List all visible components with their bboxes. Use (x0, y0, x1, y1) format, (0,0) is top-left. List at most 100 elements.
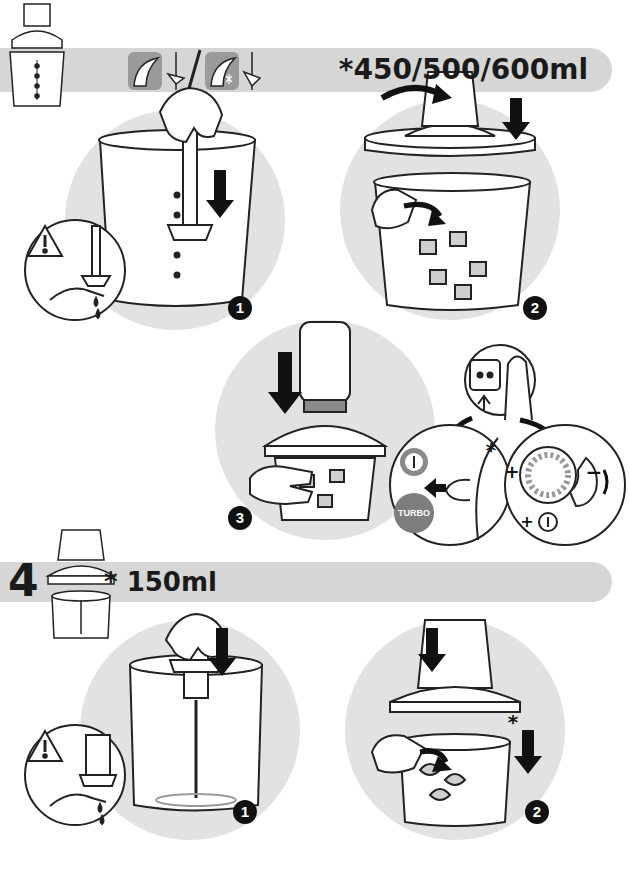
warning-circle-top-part (28, 226, 62, 256)
warning-circle-bottom-part (28, 731, 62, 761)
power-detail-part (539, 513, 557, 531)
step2-assembly (365, 72, 535, 310)
power-detail-part (505, 425, 625, 545)
power-detail-part (446, 480, 470, 501)
warning-circle-top-part (25, 220, 125, 320)
step3-assembly-part (304, 400, 346, 412)
step3-assembly (250, 322, 385, 520)
warning-circle-top-part (43, 249, 47, 253)
step2-assembly-part (502, 98, 530, 140)
band-backgrounds-part (0, 48, 612, 92)
band-text: 4 (8, 556, 39, 606)
step3-assembly-part (300, 322, 350, 402)
callout-number: 2 (525, 800, 549, 824)
symbol-label: * (508, 712, 518, 732)
band-backgrounds-part (0, 562, 612, 602)
warning-circle-top (25, 220, 125, 320)
step1-bowl-part (175, 253, 180, 258)
step1-bowl-part (206, 170, 234, 218)
power-detail-part (547, 517, 549, 527)
step2-assembly-part (374, 173, 530, 191)
band-text: * 150ml (104, 566, 217, 598)
callout-label: 2 (533, 804, 541, 820)
step3-assembly-part (268, 352, 302, 414)
power-detail-part (390, 425, 510, 545)
warning-circle-top-part (95, 298, 100, 318)
warning-circle-top-part (82, 276, 110, 286)
callout-number: 2 (523, 296, 547, 320)
chopper-icon-part (10, 52, 64, 106)
step3-assembly-part (265, 446, 385, 456)
step4-2-assembly-part (418, 620, 492, 688)
symbol-label: + (504, 463, 519, 481)
callout-label: 2 (531, 300, 539, 316)
chopper-icon-part (24, 4, 50, 26)
step4-1-bowl (130, 614, 262, 811)
power-detail-part (424, 478, 446, 498)
power-detail (390, 345, 625, 545)
chopper-icon-part (35, 74, 39, 78)
step2-assembly-part (428, 210, 446, 226)
warning-circle-bottom-part (99, 804, 104, 824)
step4-2-assembly-part (432, 756, 452, 772)
step2-assembly-part (432, 84, 452, 104)
step-circles-part (345, 620, 565, 840)
blade-icons-part (134, 58, 158, 86)
callout-label: 1 (241, 804, 249, 820)
step1-bowl-part (175, 213, 180, 218)
power-detail-part (400, 448, 428, 476)
step3-assembly-part (250, 466, 312, 504)
step1-bowl-part (168, 225, 212, 240)
step3-assembly-part (265, 426, 385, 446)
power-detail-part (470, 360, 500, 390)
band-text: *450/500/600ml (339, 52, 588, 88)
section-band: *450/500/600ml (0, 48, 612, 92)
warning-circle-bottom-part (86, 735, 110, 775)
step4-2-assembly-part (390, 687, 520, 702)
chopper-icon-part (35, 84, 39, 88)
chopper-icon (10, 4, 64, 106)
step2-assembly-part (382, 88, 440, 98)
blade-icons-part (188, 50, 200, 92)
callout-label: 1 (236, 300, 244, 316)
symbol-label: − (586, 462, 603, 482)
step2-assembly-part (430, 270, 446, 284)
step2-assembly-part (420, 240, 436, 254)
symbol-label: + (520, 514, 533, 530)
step-circles-part (215, 320, 435, 540)
warning-circle-bottom-part (80, 775, 116, 786)
blade-icons-part (211, 58, 235, 86)
power-detail-part (488, 373, 493, 378)
step4-2-assembly-part (372, 735, 424, 772)
step4-1-bowl-part (195, 700, 198, 798)
section-band: 4* 150ml (0, 562, 612, 602)
blade-icons-part (168, 74, 184, 84)
blade-icons (128, 50, 260, 92)
chopper-icon-part (35, 94, 39, 98)
power-detail-part (505, 356, 532, 420)
turbo-button: TURBO (394, 493, 434, 533)
callout-number: 1 (228, 296, 252, 320)
warning-circle-top-part (44, 235, 47, 247)
blade-icons-part (244, 72, 260, 86)
blade-icons-part (226, 74, 232, 84)
callout-number: 1 (233, 800, 257, 824)
chopper150-icon-part (80, 600, 82, 634)
step4-2-assembly-part (390, 702, 520, 712)
power-detail-part (528, 455, 568, 495)
step3-assembly-part (330, 470, 344, 482)
power-detail-part (476, 438, 498, 540)
button-label: TURBO (398, 508, 430, 518)
step4-2-assembly-part (418, 628, 446, 672)
chopper-icon-part (35, 64, 39, 68)
power-detail-part (604, 470, 607, 494)
step-circles-part (340, 100, 560, 320)
warning-circle-top-part (92, 226, 100, 276)
warning-circle-bottom (25, 725, 125, 825)
power-detail-part (405, 453, 423, 471)
step2-assembly-part (455, 285, 471, 299)
chopper-icon-part (12, 31, 62, 48)
blade-icons-part (205, 52, 239, 90)
